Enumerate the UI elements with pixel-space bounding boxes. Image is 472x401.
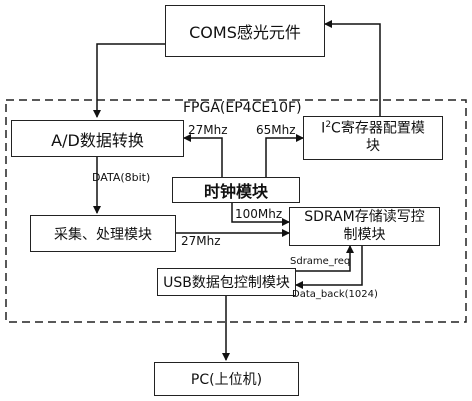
node-clock: 时钟模块 [172,177,300,203]
node-clock-label: 时钟模块 [203,182,268,201]
node-sdram-line1: SDRAM存储读写控 [304,209,425,225]
label-clock-sdram-freq: 100Mhz [235,207,283,221]
node-coms-sensor: COMS感光元件 [165,5,325,57]
label-data-back: Data_back(1024) [292,289,378,300]
node-collect-process: 采集、处理模块 [30,215,176,252]
node-ad-converter-label: A/D数据转换 [51,130,144,150]
node-usb-controller-label: USB数据包控制模块 [163,275,290,291]
edge-sdram-to-usb [295,246,363,289]
edge-clock-to-i2c [265,134,304,177]
node-i2c-config-line2: 块 [366,138,380,155]
fpga-boundary [5,99,467,323]
edge-clock-to-ad [183,134,223,177]
edge-usb-to-sdram [296,245,354,272]
label-clock-ad-freq: 27Mhz [188,123,228,137]
node-pc-host-label: PC(上位机) [190,372,263,388]
node-i2c-config-text: C寄存器配置模 [331,120,425,137]
node-i2c-superscript: 2 [325,120,332,131]
node-i2c-prefix: I [321,120,326,137]
fpga-title: FPGA(EP4CE10F) [183,100,302,116]
node-i2c-config-line1: I2C寄存器配置模 [321,120,425,138]
label-sdrame-req: Sdrame_req [290,256,351,267]
node-usb-controller: USB数据包控制模块 [157,268,296,296]
node-coms-sensor-label: COMS感光元件 [189,23,301,42]
label-clock-i2c-freq: 65Mhz [256,123,296,137]
node-i2c-config: I2C寄存器配置模 块 [303,116,443,160]
label-collect-sdram-freq: 27Mhz [181,234,221,248]
node-pc-host: PC(上位机) [154,362,299,396]
label-data-bus: DATA(8bit) [92,171,151,184]
edge-coms-to-ad [93,43,165,118]
node-sdram-controller: SDRAM存储读写控 制模块 [289,207,440,246]
node-sdram-line2: 制模块 [343,226,386,243]
edge-i2c-to-coms [324,20,381,116]
node-ad-converter: A/D数据转换 [11,120,184,157]
edge-clock-to-sdram [231,203,290,226]
node-collect-process-label: 采集、处理模块 [54,226,152,243]
